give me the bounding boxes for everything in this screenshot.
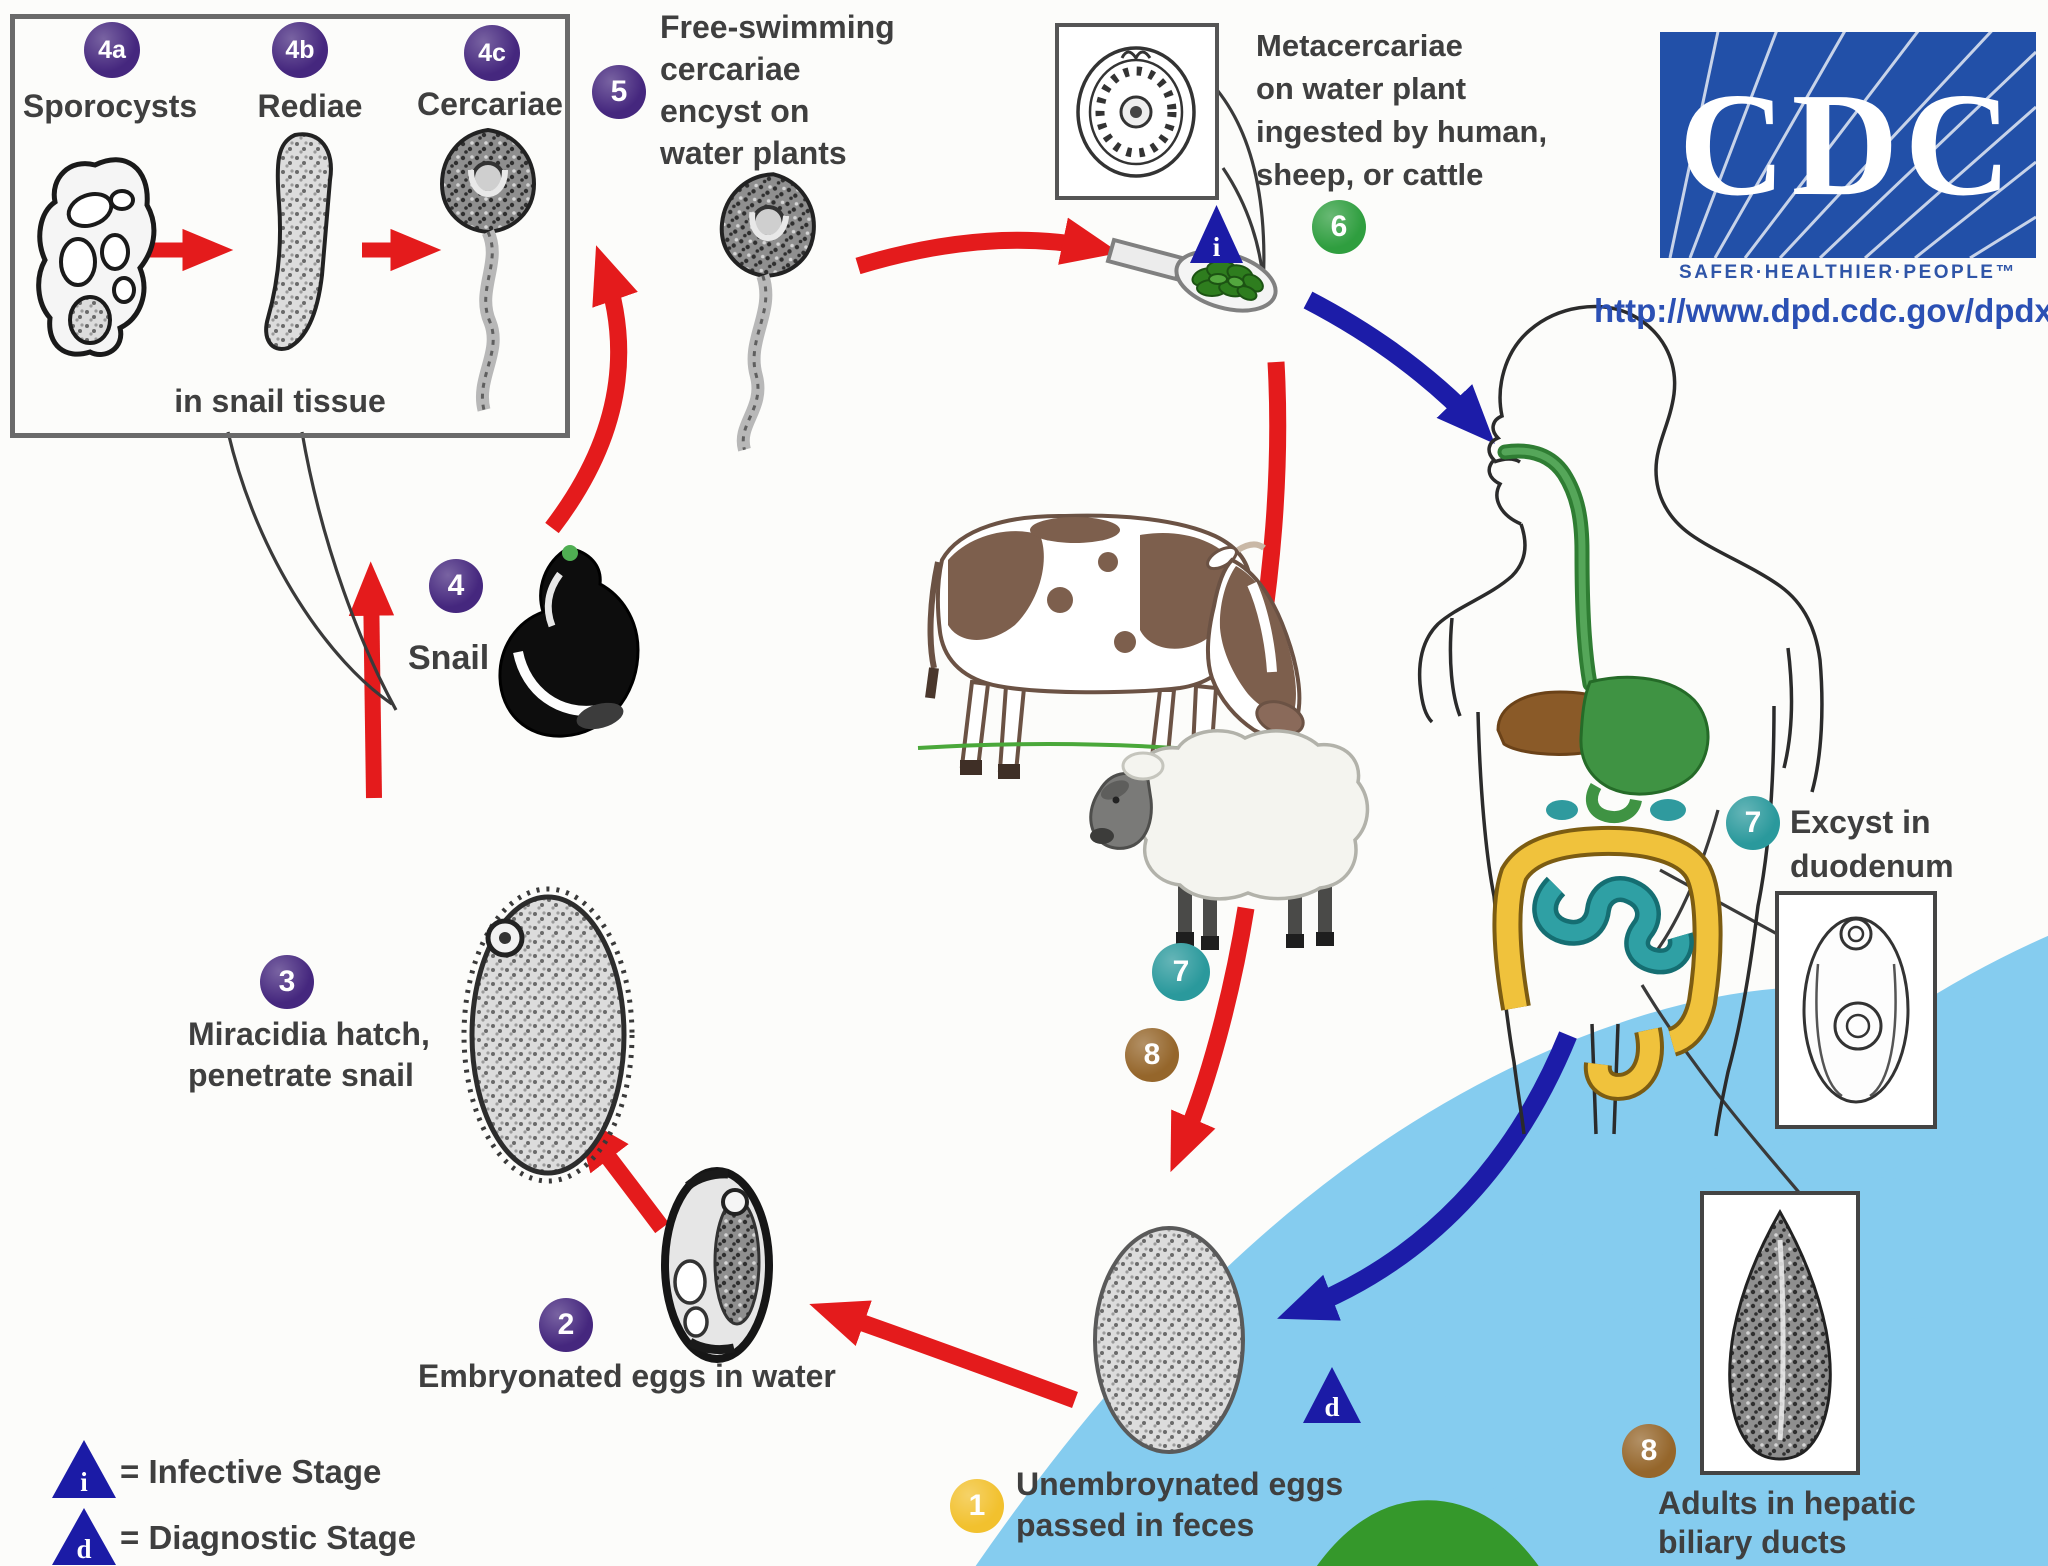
embryonated-egg-illustration [661, 1167, 773, 1363]
label-step7: Excyst in duodenum [1790, 804, 1954, 884]
badge-1: 1 [950, 1479, 1004, 1533]
badge-3: 3 [260, 955, 314, 1009]
cercaria-illustration-5 [719, 172, 816, 452]
label-in-snail-tissue: in snail tissue [174, 383, 386, 419]
adult-fluke-box [1700, 1191, 1860, 1475]
cdc-acronym: CDC [1678, 63, 2018, 227]
sheep-illustration [1089, 729, 1370, 950]
label-step4: Snail [408, 639, 490, 677]
badge-5: 5 [592, 65, 646, 119]
badge-7: 7 [1726, 796, 1780, 850]
label-cercariae: Cercariae [417, 86, 563, 122]
arrow-embryonated-to-miracidium [574, 1112, 669, 1234]
redia-illustration [264, 132, 333, 351]
digestive-organs [1492, 443, 1723, 1101]
badge-7-animals: 7 [1152, 943, 1210, 1001]
cdc-url[interactable]: http://www.dpd.cdc.gov/dpdx [1594, 292, 2048, 329]
blue-human-arrows [1277, 291, 1577, 1321]
cercaria-illustration-4c [439, 127, 537, 412]
sporocyst-illustration [36, 157, 157, 357]
label-sporocysts: Sporocysts [22, 88, 198, 124]
label-step1: Unembroynated eggs passed in feces [1016, 1466, 1344, 1543]
badge-4b: 4b [272, 22, 328, 78]
snail-illustration [498, 545, 640, 738]
arrow-cercariae-to-plant [855, 217, 1120, 275]
arrow-snail-to-cercariae [545, 245, 638, 534]
badge-8: 8 [1622, 1424, 1676, 1478]
badge-4c: 4c [464, 25, 520, 81]
snail-tissue-inset-box [10, 14, 570, 438]
label-step8: Adults in hepatic biliary ducts [1658, 1485, 1916, 1560]
arrow-plant-to-mouth [1303, 291, 1495, 444]
label-step6: Metacercariae on water plant ingested by… [1256, 28, 1548, 192]
excyst-box [1775, 891, 1937, 1129]
label-step5: Free-swimming cercariae encyst on water … [660, 9, 895, 171]
badge-6: 6 [1312, 200, 1366, 254]
badge-4: 4 [429, 559, 483, 613]
arrow-human-to-eggs [1277, 1031, 1577, 1321]
arrow-eggs-to-embryonated [809, 1300, 1078, 1408]
cdc-tagline: SAFER·HEALTHIER·PEOPLE™ [1679, 262, 2017, 283]
badge-2: 2 [539, 1298, 593, 1352]
spoon-with-plant [1105, 237, 1278, 313]
arrow-animals-to-eggs [1170, 906, 1255, 1173]
label-step3: Miracidia hatch, penetrate snail [188, 1016, 430, 1093]
label-rediae: Rediae [257, 88, 363, 124]
label-step2: Embryonated eggs in water [418, 1358, 836, 1394]
unembryonated-egg-illustration [1093, 1226, 1245, 1454]
cdc-logo-rays [1668, 32, 2036, 258]
legend-infective-label: = Infective Stage [120, 1453, 382, 1490]
legend-diagnostic-label: = Diagnostic Stage [120, 1519, 417, 1556]
cdc-logo: CDC [1660, 32, 2036, 258]
metacercaria-box [1055, 23, 1219, 200]
water-plant [1191, 259, 1264, 301]
miracidium-illustration [461, 886, 635, 1184]
badge-8-animals: 8 [1125, 1028, 1179, 1082]
badge-4a: 4a [84, 22, 140, 78]
